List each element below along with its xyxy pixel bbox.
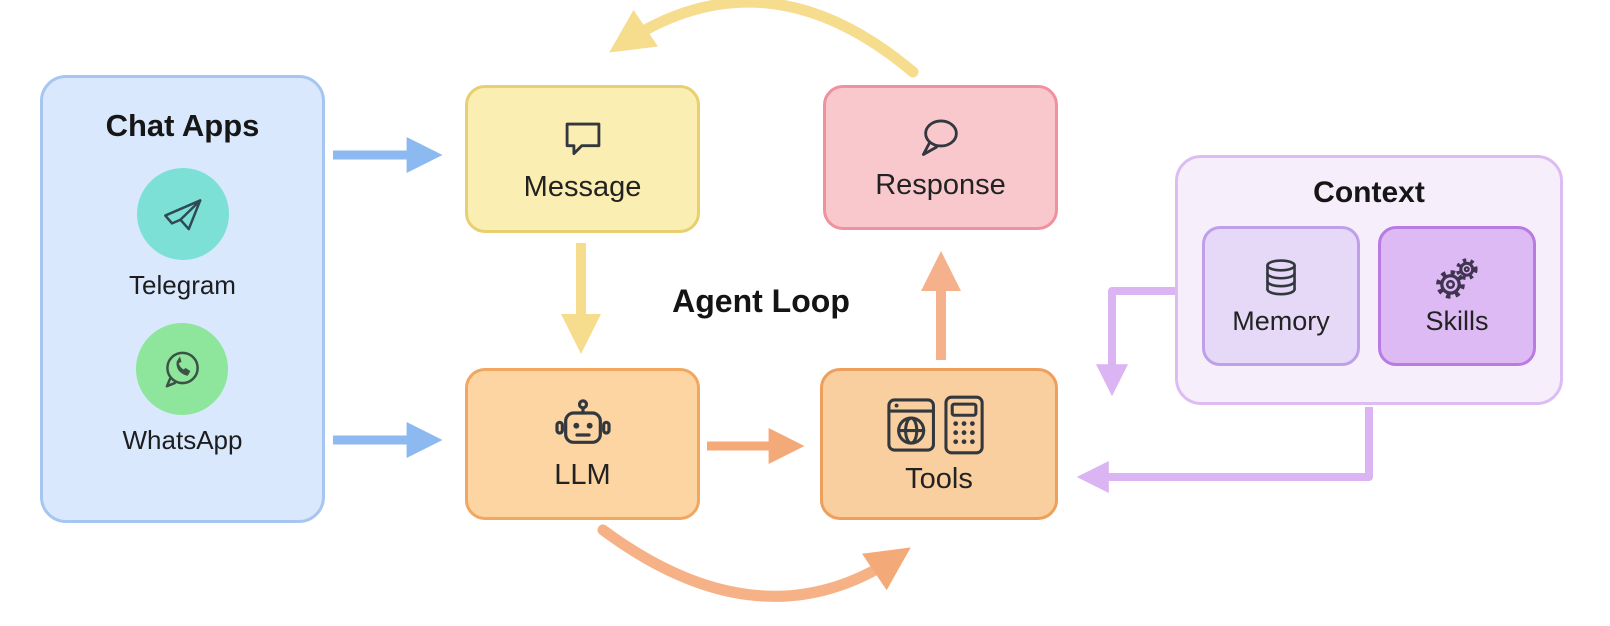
chat-apps-panel: Chat Apps Telegram bbox=[40, 75, 325, 523]
agent-loop-title: Agent Loop bbox=[672, 283, 850, 319]
robot-icon bbox=[554, 398, 611, 444]
message-node: Message bbox=[465, 85, 700, 233]
context-panel: Context Memory bbox=[1175, 155, 1563, 405]
whatsapp-label: WhatsApp bbox=[122, 425, 243, 455]
telegram-label: Telegram bbox=[129, 270, 236, 300]
arrow-response-to-message-arc bbox=[609, 0, 919, 78]
llm-node: LLM bbox=[465, 368, 700, 520]
round-speech-bubble-icon bbox=[921, 119, 958, 156]
tools-node: Tools bbox=[820, 368, 1058, 520]
arrow-llm-to-tools-arc bbox=[597, 524, 911, 602]
telegram-icon bbox=[136, 168, 229, 260]
square-speech-bubble-icon bbox=[565, 122, 600, 155]
memory-node: Memory bbox=[1202, 226, 1360, 366]
browser-and-calculator-icon bbox=[887, 395, 984, 454]
chat-apps-title: Chat Apps bbox=[105, 108, 260, 143]
whatsapp-icon bbox=[136, 323, 229, 415]
message-label: Message bbox=[523, 170, 642, 203]
gears-icon bbox=[1436, 257, 1478, 299]
whatsapp-item: WhatsApp bbox=[122, 323, 243, 456]
telegram-item: Telegram bbox=[129, 168, 236, 301]
tools-label: Tools bbox=[905, 462, 973, 495]
database-icon bbox=[1266, 258, 1296, 295]
skills-node: Skills bbox=[1378, 226, 1536, 366]
skills-label: Skills bbox=[1425, 305, 1489, 336]
context-row: Memory Skills bbox=[1202, 226, 1536, 366]
response-node: Response bbox=[823, 85, 1058, 230]
memory-label: Memory bbox=[1232, 305, 1330, 336]
llm-label: LLM bbox=[554, 458, 611, 491]
response-label: Response bbox=[875, 169, 1006, 201]
context-title: Context bbox=[1313, 176, 1425, 209]
arrow-context-to-tools-top bbox=[1096, 287, 1176, 397]
arrow-context-to-tools-side bbox=[1076, 407, 1373, 493]
